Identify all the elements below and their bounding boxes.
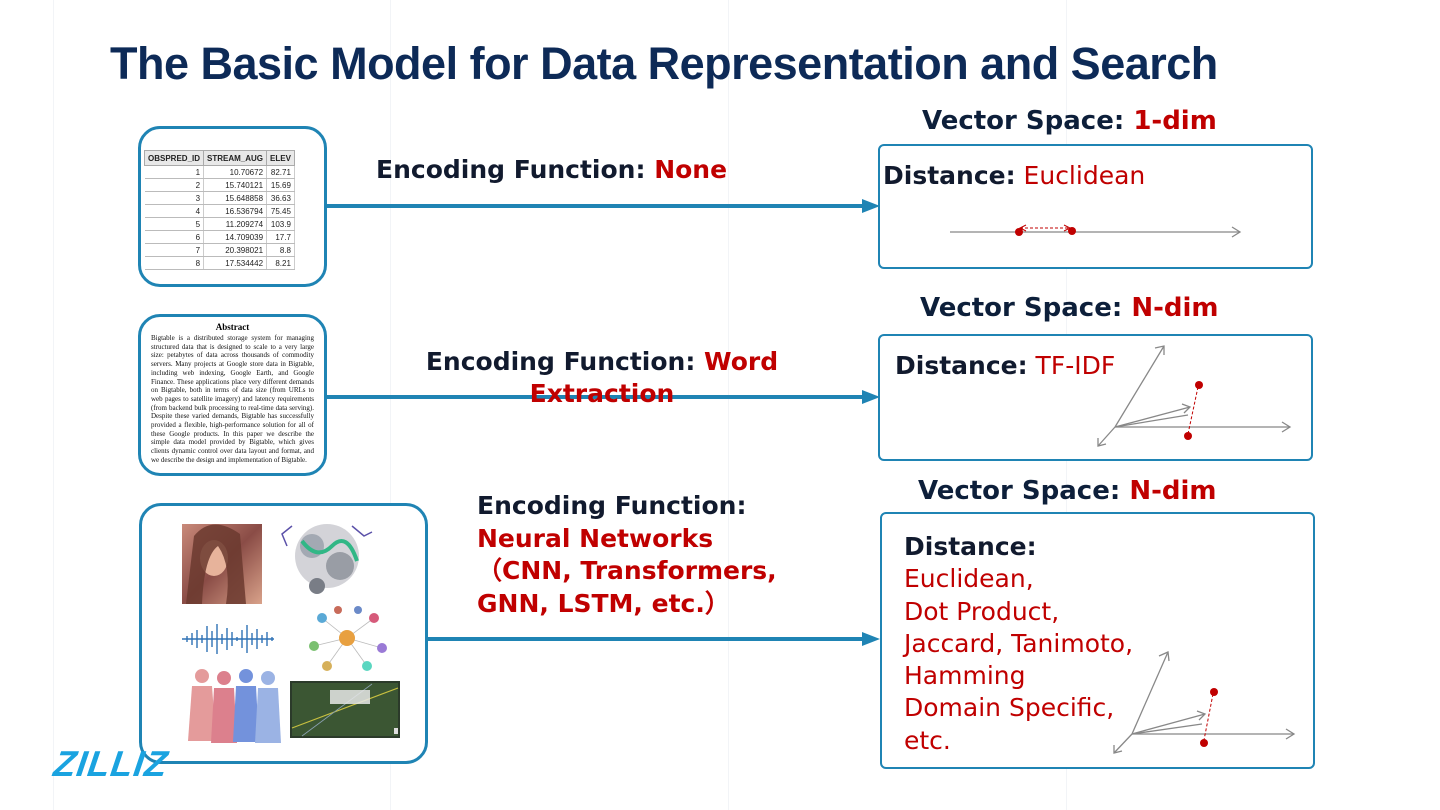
encoding-label: Encoding Function: [376,155,646,184]
slide-title: The Basic Model for Data Representation … [110,38,1218,89]
zilliz-logo: ZILLIZ [51,743,171,784]
encoding-value-line: （CNN, Transformers, [477,556,777,585]
table-header: STREAM_AUG [203,150,268,166]
media-collage-thumbnail [139,503,428,764]
encoding-label: Encoding Function: [425,347,696,376]
distance-box-3: Distance: Euclidean, Dot Product, Jaccar… [880,512,1315,769]
distance-box-1: Distance: Euclidean [878,144,1313,269]
distance-box-2: Distance: TF-IDF [878,334,1313,461]
vector-space-label: Vector Space: [920,293,1123,323]
word-cloud-people-icon [188,669,281,743]
document-heading: Abstract [215,322,250,332]
distance-value: Dot Product, [904,596,1060,626]
encoding-function-2: Encoding Function: Word Extraction [402,346,802,410]
distance-1: Distance: Euclidean [883,161,1145,190]
document-text: Bigtable is a distributed storage system… [151,334,314,464]
table-header: ELEV [266,150,295,166]
distance-value: etc. [904,725,951,755]
vector-space-value: 1-dim [1133,106,1217,136]
table-header: OBSPRED_ID [143,150,205,166]
n-dim-vector-diagram [1097,345,1292,447]
encoding-function-3: Encoding Function: Neural Networks （CNN,… [477,490,777,620]
satellite-image-icon [290,681,400,738]
audio-waveform-icon [182,624,274,654]
distance-value: Jaccard, Tanimoto, [904,628,1134,658]
distance-label: Distance: [883,161,1016,190]
document-thumbnail: Abstract Bigtable is a distributed stora… [138,314,327,476]
distance-3: Distance: Euclidean, Dot Product, Jaccar… [904,531,1133,757]
distance-value: Domain Specific, [904,693,1115,723]
distance-label: Distance: [895,351,1028,380]
encoding-value: None [654,155,728,184]
distance-value: Euclidean [1023,161,1146,190]
vector-space-3: Vector Space: N-dim [918,476,1216,506]
distance-value: Euclidean, [904,564,1034,594]
one-dim-axis-diagram [950,224,1242,238]
encoding-function-1: Encoding Function: None [376,155,727,184]
encoding-value-line: GNN, LSTM, etc.） [477,588,730,618]
distance-value: Hamming [904,661,1026,691]
social-graph-icon [309,606,387,671]
distance-value: TF-IDF [1035,351,1116,380]
encoding-label: Encoding Function: [477,491,747,520]
encoding-value-line: Neural Networks [477,523,714,553]
vector-space-2: Vector Space: N-dim [920,293,1218,323]
vector-space-label: Vector Space: [922,106,1125,136]
media-collage [182,524,400,743]
encoding-value: Word Extraction [529,347,779,408]
vector-space-value: N-dim [1131,293,1219,323]
vector-space-label: Vector Space: [918,476,1121,506]
protein-structure-icon [281,524,373,594]
n-dim-vector-diagram [1113,651,1296,754]
distance-label: Distance: [904,532,1037,561]
vector-space-1: Vector Space: 1-dim [922,106,1217,136]
distance-2: Distance: TF-IDF [895,351,1115,380]
vector-space-value: N-dim [1129,476,1217,506]
